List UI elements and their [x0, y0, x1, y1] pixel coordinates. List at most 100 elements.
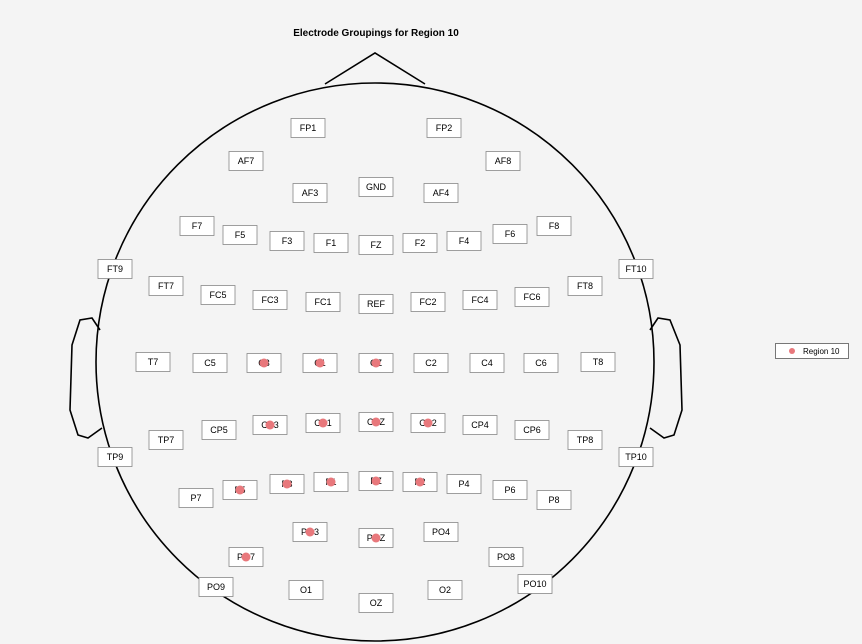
- electrode-f5: F5: [223, 226, 257, 245]
- electrode-label-tp8: TP8: [577, 435, 594, 445]
- electrode-f3: F3: [270, 232, 304, 251]
- electrode-label-c2: C2: [425, 358, 437, 368]
- electrode-c3: C3: [247, 354, 281, 373]
- electrode-poz: POZ: [359, 529, 393, 548]
- electrode-po4: PO4: [424, 523, 458, 542]
- electrode-af4: AF4: [424, 184, 458, 203]
- electrode-p2: P2: [403, 473, 437, 492]
- electrode-tp7: TP7: [149, 431, 183, 450]
- electrode-c5: C5: [193, 354, 227, 373]
- electrode-label-f5: F5: [235, 230, 246, 240]
- electrode-fz: FZ: [359, 236, 393, 255]
- electrode-c6: C6: [524, 354, 558, 373]
- electrode-label-af3: AF3: [302, 188, 319, 198]
- electrode-label-ft7: FT7: [158, 281, 174, 291]
- electrode-c4: C4: [470, 354, 504, 373]
- electrode-af8: AF8: [486, 152, 520, 171]
- electrode-label-t7: T7: [148, 357, 159, 367]
- electrode-label-f4: F4: [459, 236, 470, 246]
- electrode-label-po8: PO8: [497, 552, 515, 562]
- electrode-ft7: FT7: [149, 277, 183, 296]
- electrode-label-fc5: FC5: [209, 290, 226, 300]
- electrode-label-fc6: FC6: [523, 292, 540, 302]
- electrode-o1: O1: [289, 581, 323, 600]
- electrode-oz: OZ: [359, 594, 393, 613]
- electrode-po10: PO10: [518, 575, 552, 594]
- electrode-t8: T8: [581, 353, 615, 372]
- region-marker-cp3: [266, 421, 275, 430]
- electrode-tp10: TP10: [619, 448, 653, 467]
- region-marker-cz: [372, 359, 381, 368]
- region-marker-p5: [236, 486, 245, 495]
- region-marker-p3: [283, 480, 292, 489]
- electrode-label-c6: C6: [535, 358, 547, 368]
- region-marker-c3: [260, 359, 269, 368]
- electrode-cp3: CP3: [253, 416, 287, 435]
- legend-label: Region 10: [803, 347, 839, 356]
- region-marker-p1: [327, 478, 336, 487]
- electrode-label-ft9: FT9: [107, 264, 123, 274]
- region-marker-p2: [416, 478, 425, 487]
- electrode-c2: C2: [414, 354, 448, 373]
- electrode-f1: F1: [314, 234, 348, 253]
- electrode-label-fc4: FC4: [471, 295, 488, 305]
- electrode-tp9: TP9: [98, 448, 132, 467]
- electrode-po3: PO3: [293, 523, 327, 542]
- electrode-fc1: FC1: [306, 293, 340, 312]
- electrode-po8: PO8: [489, 548, 523, 567]
- electrode-label-f1: F1: [326, 238, 337, 248]
- electrode-cp2: CP2: [411, 414, 445, 433]
- electrode-label-af8: AF8: [495, 156, 512, 166]
- region-marker-pz: [372, 477, 381, 486]
- electrode-label-cp6: CP6: [523, 425, 541, 435]
- electrode-p4: P4: [447, 475, 481, 494]
- electrode-cpz: CPZ: [359, 413, 393, 432]
- electrode-label-af7: AF7: [238, 156, 255, 166]
- region-marker-cp2: [424, 419, 433, 428]
- electrode-label-fp1: FP1: [300, 123, 317, 133]
- electrode-label-f3: F3: [282, 236, 293, 246]
- electrode-ref: REF: [359, 295, 393, 314]
- electrode-f2: F2: [403, 234, 437, 253]
- electrode-label-af4: AF4: [433, 188, 450, 198]
- nose-outline: [325, 53, 425, 84]
- electrode-ft8: FT8: [568, 277, 602, 296]
- electrode-label-fc2: FC2: [419, 297, 436, 307]
- electrode-label-oz: OZ: [370, 598, 383, 608]
- electrode-po9: PO9: [199, 578, 233, 597]
- electrode-f7: F7: [180, 217, 214, 236]
- electrode-ft9: FT9: [98, 260, 132, 279]
- electrode-fc4: FC4: [463, 291, 497, 310]
- electrode-label-c4: C4: [481, 358, 493, 368]
- electrode-fc6: FC6: [515, 288, 549, 307]
- electrode-cp6: CP6: [515, 421, 549, 440]
- electrode-label-tp7: TP7: [158, 435, 175, 445]
- electrode-label-f7: F7: [192, 221, 203, 231]
- electrode-label-ref: REF: [367, 299, 386, 309]
- electrode-label-fc1: FC1: [314, 297, 331, 307]
- electrode-fp2: FP2: [427, 119, 461, 138]
- electrode-label-po10: PO10: [523, 579, 546, 589]
- figure-title: Electrode Groupings for Region 10: [293, 28, 459, 39]
- electrode-layer: FP1FP2AF7AF8AF3GNDAF4F7F5F3F1FZF2F4F6F8F…: [98, 119, 653, 613]
- electrode-label-ft10: FT10: [625, 264, 646, 274]
- electrode-label-fc3: FC3: [261, 295, 278, 305]
- electrode-label-po4: PO4: [432, 527, 450, 537]
- electrode-label-p8: P8: [548, 495, 559, 505]
- electrode-f8: F8: [537, 217, 571, 236]
- electrode-p5: P5: [223, 481, 257, 500]
- region-marker-cp1: [319, 419, 328, 428]
- electrode-label-cp5: CP5: [210, 425, 228, 435]
- electrode-p3: P3: [270, 475, 304, 494]
- electrode-fp1: FP1: [291, 119, 325, 138]
- electrode-label-o2: O2: [439, 585, 451, 595]
- legend-box: Region 10: [775, 343, 849, 359]
- electrode-label-t8: T8: [593, 357, 604, 367]
- region-marker-poz: [372, 534, 381, 543]
- electrode-af7: AF7: [229, 152, 263, 171]
- electrode-c1: C1: [303, 354, 337, 373]
- electrode-p6: P6: [493, 481, 527, 500]
- region-marker-po3: [306, 528, 315, 537]
- electrode-f6: F6: [493, 225, 527, 244]
